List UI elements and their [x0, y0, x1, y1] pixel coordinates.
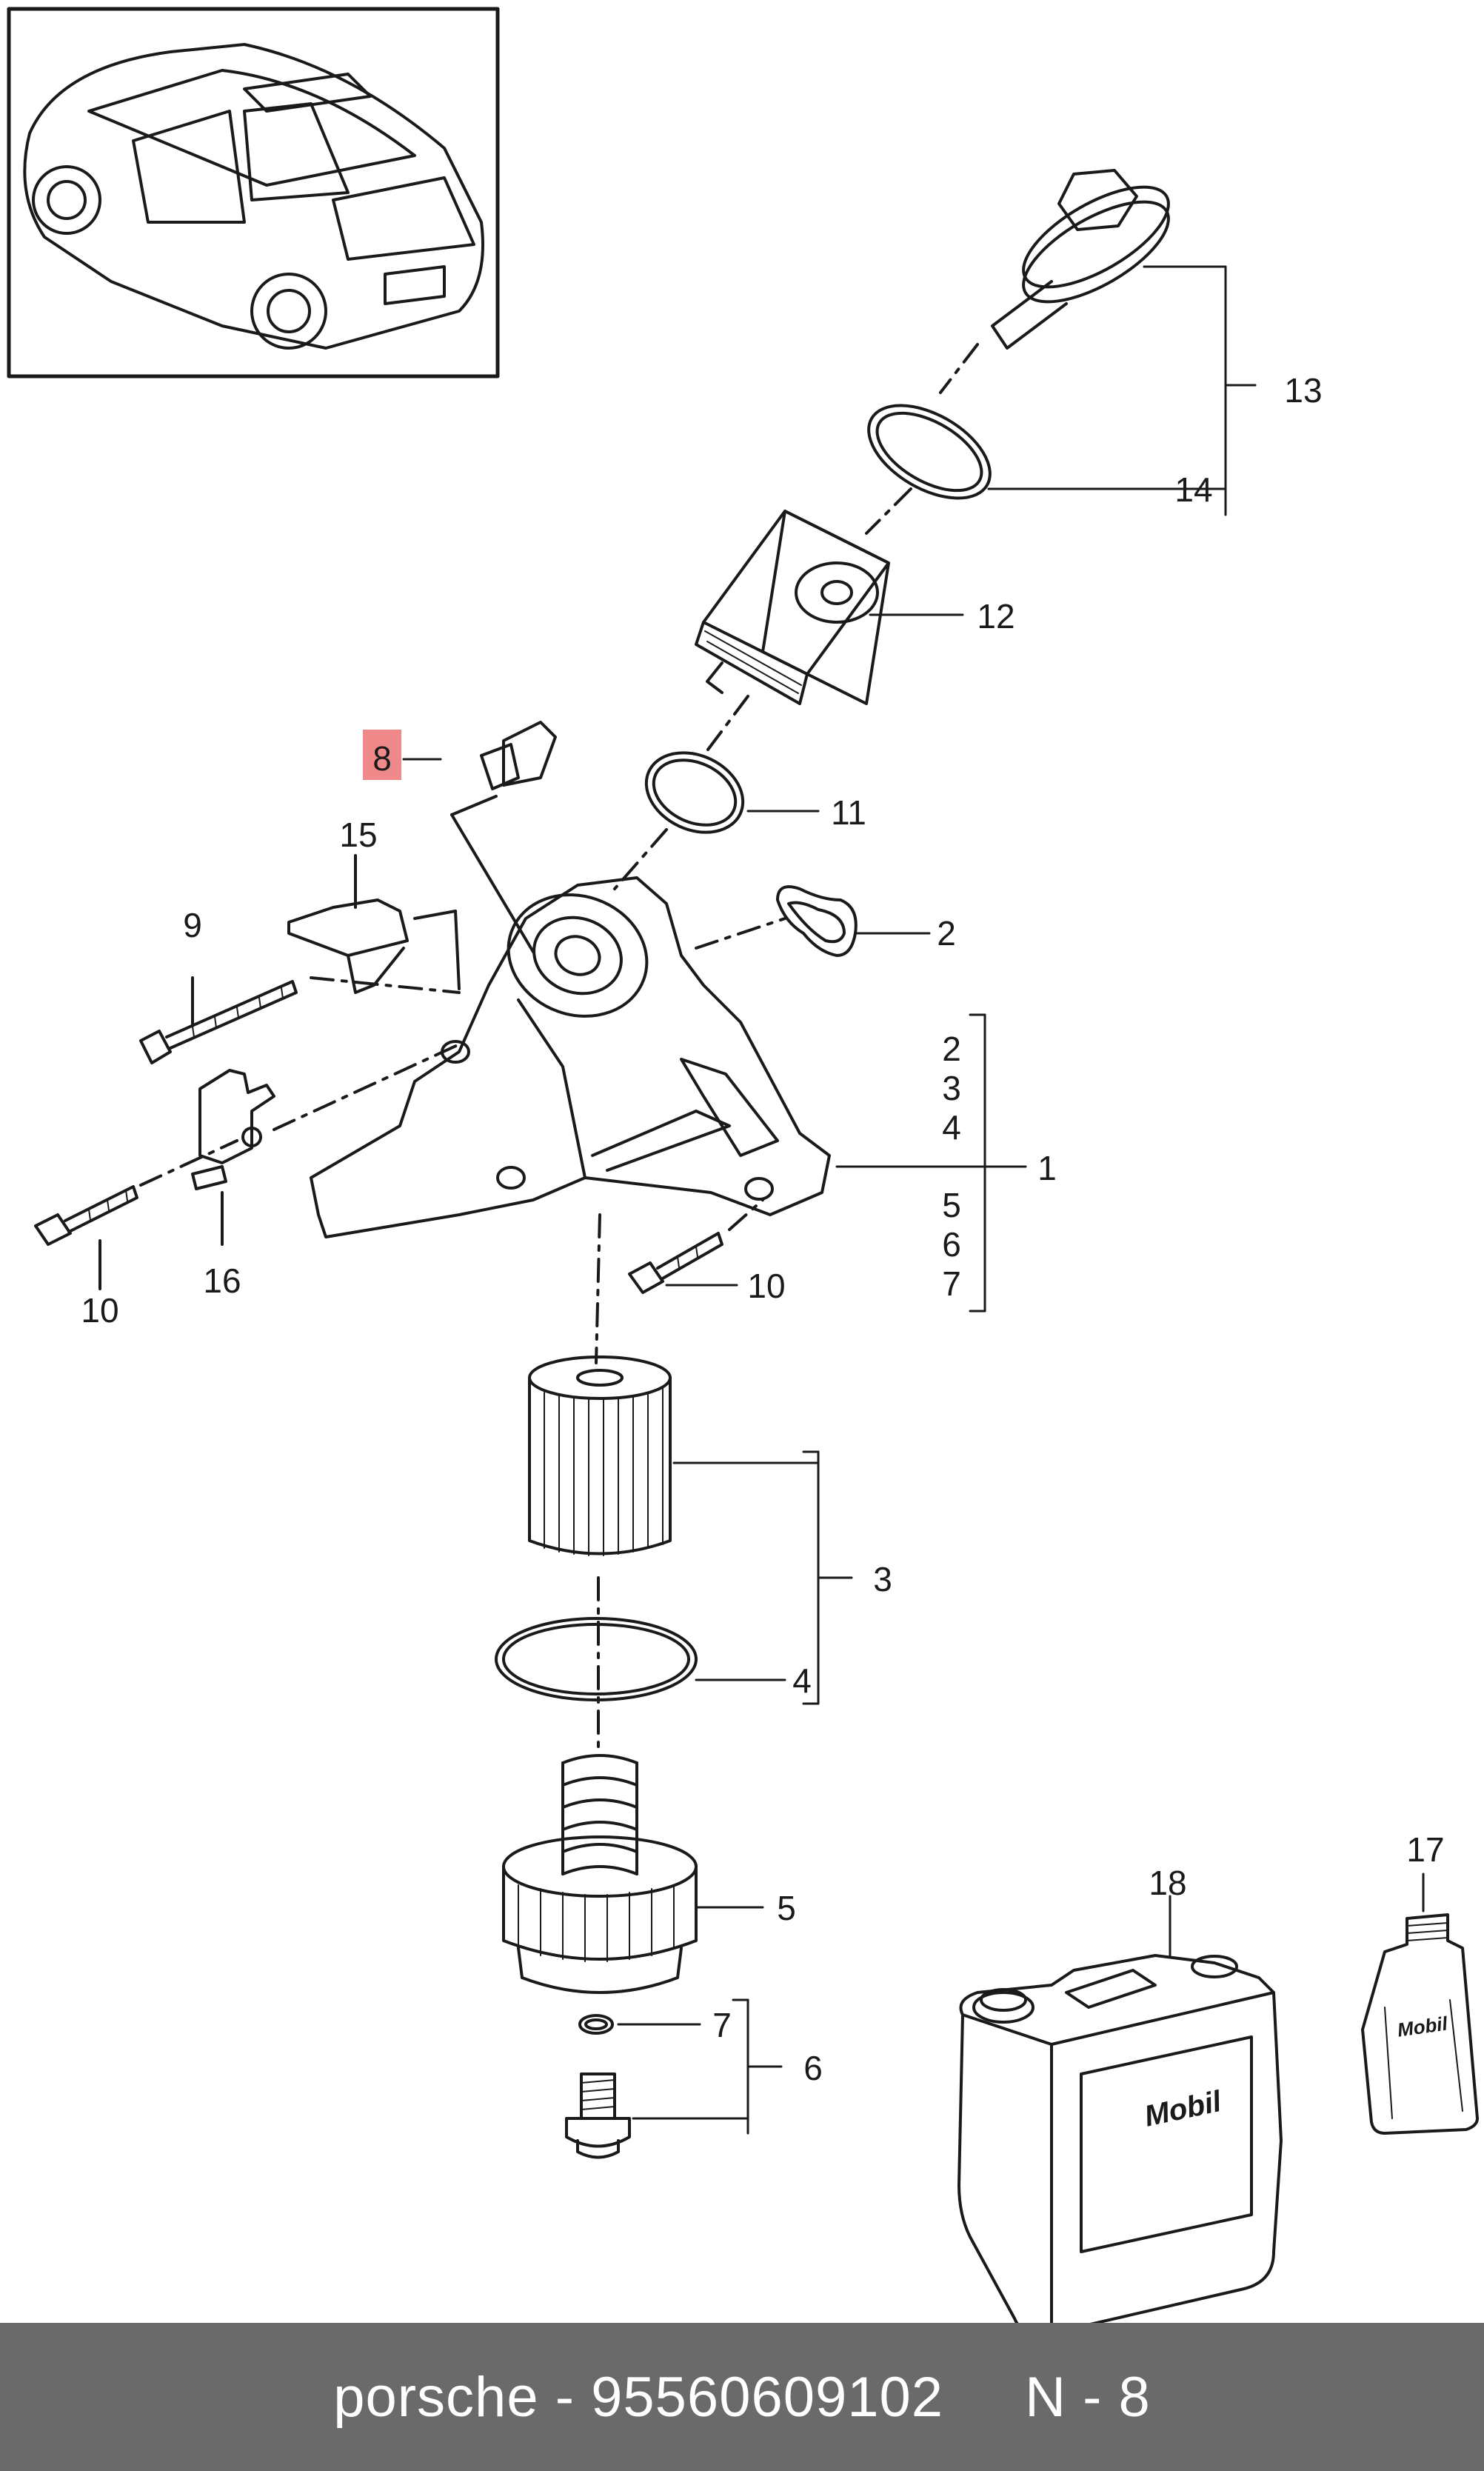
callout-2-upper: 2	[937, 914, 956, 953]
callout-labels: 13 14 12 11 8 15 9 2 1 2 3 4 5 6 7 10 10…	[81, 371, 1444, 2087]
part-15-bracket	[287, 854, 461, 994]
part-18-oil-canister: Mobil	[957, 1895, 1283, 2323]
footer-part-text: porsche - 95560609102	[333, 2365, 944, 2429]
part-5-filter-cap	[502, 1754, 698, 1994]
callout-7: 7	[712, 2006, 732, 2044]
callout-6-list: 6	[942, 1225, 961, 1264]
part-7-seal	[578, 2014, 614, 2035]
callout-6: 6	[803, 2049, 823, 2087]
part-8-valve	[450, 721, 557, 953]
callout-2-list: 2	[942, 1030, 961, 1068]
part-10-bolt-left	[34, 1139, 238, 1290]
part-10-bolt-right	[628, 1198, 764, 1294]
callout-1: 1	[1037, 1149, 1057, 1187]
part-13-bolt	[939, 169, 1170, 394]
callout-13: 13	[1284, 371, 1322, 410]
callout-15: 15	[339, 816, 377, 854]
footer-page-text: N - 8	[1025, 2365, 1151, 2429]
callout-12: 12	[977, 597, 1015, 636]
part-14-seal-ring	[865, 404, 992, 535]
part-4-o-ring	[495, 1576, 698, 1750]
part-16-clip-bracket	[191, 1043, 461, 1246]
callout-5-list: 5	[942, 1186, 961, 1224]
callout-3: 3	[873, 1560, 892, 1598]
callout-4-list: 4	[942, 1108, 961, 1147]
callout-3-list: 3	[942, 1069, 961, 1107]
parts-diagram: Mobil Mobil	[7, 7, 1479, 2323]
part-3-filter-element	[528, 1355, 672, 1556]
part-6-drain-plug	[565, 2072, 631, 2159]
callout-16: 16	[203, 1261, 241, 1300]
footer-bar: porsche - 95560609102 N - 8	[0, 2323, 1484, 2471]
callout-10-left: 10	[81, 1291, 118, 1330]
part-9-long-bolt	[139, 976, 461, 1064]
callout-8: 8	[372, 739, 392, 778]
callout-17: 17	[1406, 1830, 1444, 1869]
callout-7-list: 7	[942, 1264, 961, 1303]
part-12-oil-cooler	[695, 510, 890, 757]
leader-lines	[402, 265, 1257, 2135]
item-8-highlight	[363, 730, 401, 780]
callout-18: 18	[1149, 1864, 1186, 1902]
part-2-gasket	[776, 885, 858, 957]
part-11-o-ring	[613, 751, 745, 890]
callout-14: 14	[1174, 470, 1212, 509]
callout-11: 11	[831, 793, 866, 832]
canister-brand-label: Mobil	[1142, 2085, 1225, 2133]
callout-9: 9	[183, 906, 202, 944]
vehicle-thumbnail	[7, 7, 500, 379]
part-17-oil-bottle: Mobil	[1361, 1873, 1479, 2135]
bottle-brand-label: Mobil	[1396, 2012, 1449, 2041]
part-1-housing	[310, 876, 831, 1364]
callout-4: 4	[792, 1661, 812, 1700]
callout-5: 5	[777, 1889, 796, 1927]
callout-10-right: 10	[747, 1267, 785, 1305]
